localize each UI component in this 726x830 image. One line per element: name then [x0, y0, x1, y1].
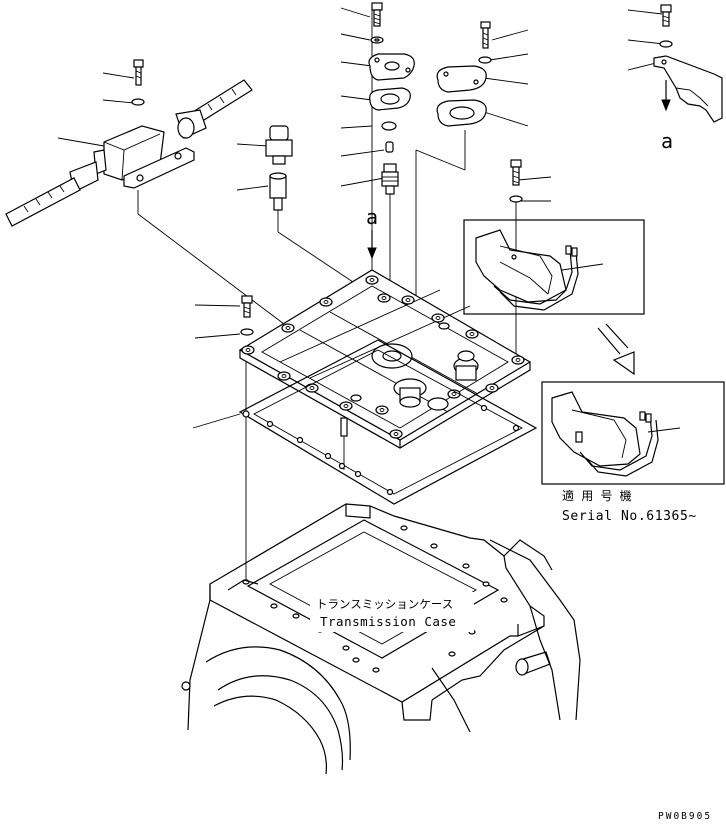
drawing-code: PW0B905 [658, 811, 712, 822]
view-marker-right: a [661, 129, 673, 153]
case-label: トランスミッションケース Transmission Case [310, 592, 474, 632]
serial-arrow [597, 323, 635, 376]
detail-box-upper [463, 219, 645, 315]
top-right-center-parts [436, 21, 492, 127]
top-center-parts [368, 2, 415, 195]
case-bolt-holes [242, 525, 508, 673]
bolt-washer-right [509, 159, 523, 203]
top-right-bracket-parts: a [653, 4, 723, 153]
left-valve-assembly [5, 59, 253, 227]
bolt-washer-middle [240, 295, 254, 336]
serial-label-en: Serial No.61365~ [562, 509, 697, 524]
cover-gasket [238, 339, 538, 505]
transmission-case [181, 503, 581, 775]
detail-box-serial [541, 381, 725, 485]
connector-and-spacer [265, 125, 293, 211]
view-marker-center: a [366, 205, 378, 260]
case-label-en: Transmission Case [320, 614, 456, 629]
cover-bolt-holes [241, 275, 525, 439]
top-cover-plate [238, 269, 532, 449]
serial-label-jp: 適 用 号 機 [562, 488, 632, 503]
case-label-jp: トランスミッションケース [316, 597, 453, 611]
view-marker-center-text: a [366, 205, 378, 229]
